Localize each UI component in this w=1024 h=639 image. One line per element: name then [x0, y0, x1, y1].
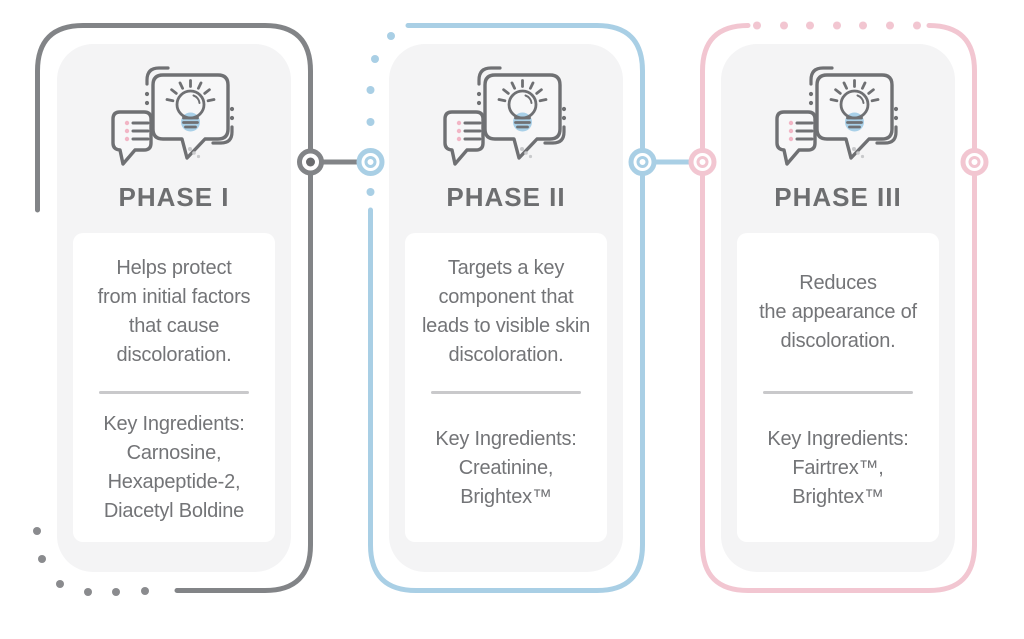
phase-2-card: PHASE II Targets a key component that le… [389, 44, 623, 572]
ingredients-label: Key Ingredients: [435, 427, 577, 450]
phase-3-description: Reduces the appearance of discoloration. [759, 271, 917, 352]
phase-2-panel: Targets a key component that leads to vi… [405, 233, 607, 542]
speech-bubbles-lightbulb-icon [438, 57, 574, 169]
phase-3-border-dots [753, 21, 921, 30]
phase-3-ingredients: Key Ingredients: Fairtrex™, Brightex™ [737, 394, 939, 542]
connector-node-blue-right [628, 148, 657, 176]
ingredients-list: Carnosine, Hexapeptide-2, Diacetyl Boldi… [103, 442, 245, 522]
phase-2-title: PHASE II [446, 182, 566, 212]
phase-2-border-dots [366, 32, 395, 196]
connector-node-pink-right [960, 148, 989, 176]
divider [431, 391, 581, 394]
ingredients-label: Key Ingredients: [767, 427, 909, 450]
connector-node-gray [297, 148, 324, 176]
phase-1-border [35, 23, 313, 593]
phase-3-title: PHASE III [774, 182, 902, 212]
phase-2-description: Targets a key component that leads to vi… [421, 257, 591, 366]
phase-1-panel: Helps protect from initial factors that … [73, 233, 275, 542]
phase-3-panel: Reduces the appearance of discoloration.… [737, 233, 939, 542]
dotted-arc-decoration [33, 527, 149, 596]
divider [99, 391, 249, 394]
phase-2-ingredients: Key Ingredients: Creatinine, Brightex™ [405, 394, 607, 542]
connector-node-blue-left [356, 148, 385, 176]
phase-3-border [700, 23, 977, 593]
ingredients-label: Key Ingredients: [103, 413, 245, 435]
speech-bubbles-lightbulb-icon [106, 57, 242, 169]
ingredients-list: Creatinine, Brightex™ [458, 456, 554, 508]
phase-2-border [368, 23, 645, 593]
phase-1-ingredients: Key Ingredients: Carnosine, Hexapeptide-… [73, 394, 275, 542]
ingredients-list: Fairtrex™, Brightex™ [792, 456, 884, 508]
phase-1-title: PHASE I [118, 182, 230, 212]
divider [763, 391, 913, 394]
phase-1-description: Helps protect from initial factors that … [97, 257, 251, 366]
connector-node-pink-left [688, 148, 717, 176]
phase-3-card: PHASE III Reduces the appearance of disc… [721, 44, 955, 572]
speech-bubbles-lightbulb-icon [770, 57, 906, 169]
phase-1-card: PHASE I Helps protect from initial facto… [57, 44, 291, 572]
